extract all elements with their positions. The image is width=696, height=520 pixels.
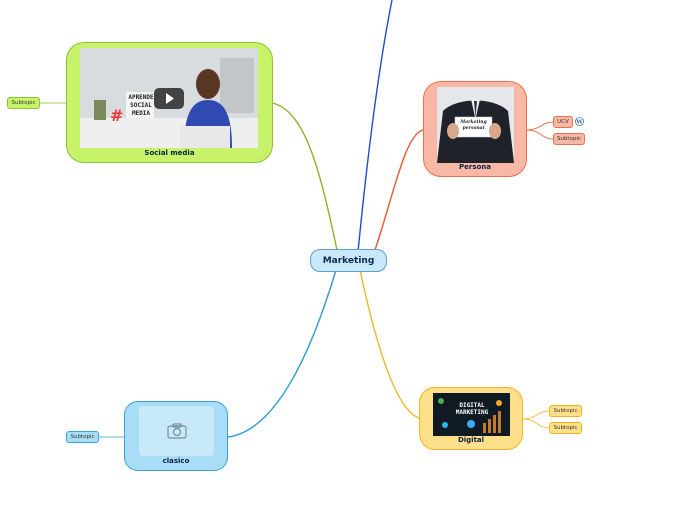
- subtopic-label: Subtopic: [556, 136, 582, 142]
- subtopic-digital-2[interactable]: Subtopic: [549, 422, 582, 434]
- branch-digital: [359, 269, 420, 419]
- subtopic-label: Subtopic: [553, 425, 578, 431]
- sub-link-digital-1: [522, 410, 550, 420]
- topic-social-media[interactable]: APRENDE SOCIAL MEDIA # Social media: [66, 42, 273, 163]
- topic-clasico[interactable]: clasico: [124, 401, 228, 471]
- subtopic-label: Subtopic: [70, 434, 95, 440]
- subtopic-label: UCV: [557, 119, 569, 125]
- branch-persona: [374, 129, 424, 251]
- subtopic-digital-1[interactable]: Subtopic: [549, 405, 582, 417]
- topic-label-digital: Digital: [457, 436, 485, 444]
- branch-top: [357, 0, 393, 253]
- branch-social-media: [271, 102, 338, 251]
- camera-icon: [166, 423, 187, 439]
- subtopic-social-media[interactable]: Subtopic: [7, 97, 40, 109]
- social-media-video-thumbnail[interactable]: APRENDE SOCIAL MEDIA #: [80, 48, 258, 148]
- subtopic-persona-ucv[interactable]: UCV: [553, 116, 573, 128]
- persona-image: Marketing personal: [437, 87, 514, 163]
- subtopic-clasico[interactable]: Subtopic: [66, 431, 99, 443]
- digital-image-text: DIGITAL MARKETING: [455, 402, 489, 416]
- central-topic-marketing[interactable]: Marketing: [310, 249, 387, 272]
- sub-link-digital-2: [522, 418, 550, 429]
- wordpress-icon[interactable]: W: [575, 117, 584, 126]
- topic-label-clasico: clasico: [162, 457, 190, 465]
- hashtag-icon: #: [110, 106, 124, 125]
- play-icon[interactable]: [154, 88, 184, 109]
- topic-digital[interactable]: DIGITAL MARKETING Digital: [419, 387, 523, 450]
- svg-text:W: W: [575, 120, 583, 126]
- digital-image: DIGITAL MARKETING: [433, 393, 510, 436]
- topic-persona[interactable]: Marketing personal Persona: [423, 81, 527, 177]
- branch-clasico: [227, 269, 337, 438]
- subtopic-label: Subtopic: [553, 408, 578, 414]
- subtopic-label: Subtopic: [11, 100, 36, 106]
- clasico-image-placeholder[interactable]: [139, 406, 214, 456]
- central-topic-label: Marketing: [322, 255, 375, 266]
- subtopic-persona[interactable]: Subtopic: [553, 133, 585, 145]
- sub-link-persona-1: [526, 121, 554, 131]
- sub-link-persona-2: [526, 129, 554, 140]
- topic-label-social-media: Social media: [144, 149, 195, 157]
- social-media-image-text: APRENDE SOCIAL MEDIA: [128, 94, 154, 117]
- topic-label-persona: Persona: [458, 163, 491, 171]
- persona-image-text: Marketing personal: [460, 120, 487, 131]
